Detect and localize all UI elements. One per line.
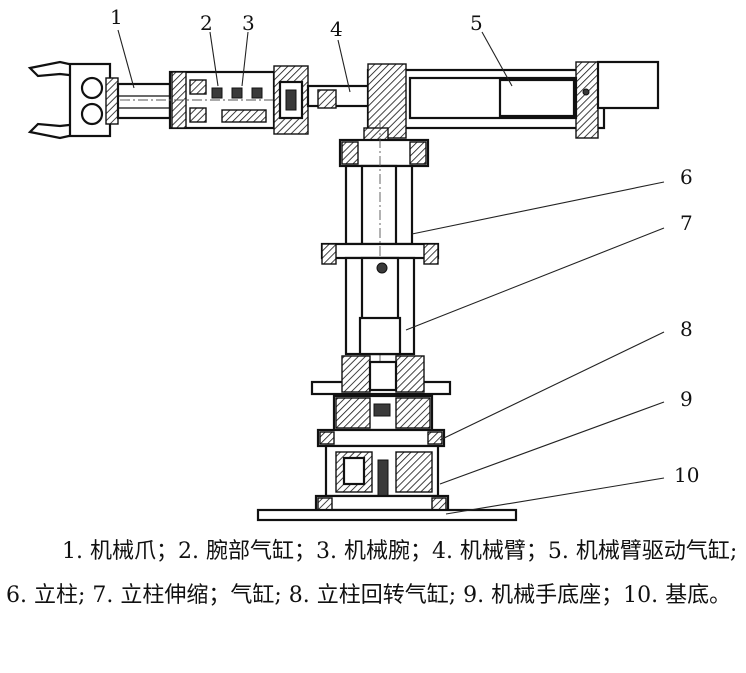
callout-6: 6 [680,165,693,189]
wrist-cylinder [120,70,600,130]
callout-5: 5 [470,11,483,35]
leader-lines [117,29,665,515]
base-plate [256,508,518,522]
callout-1: 1 [110,5,123,29]
callout-7: 7 [680,211,693,235]
callout-8: 8 [680,317,693,341]
column-rotary-cylinder [316,394,446,448]
robot-arm-diagram: 1 2 3 4 5 6 7 8 9 10 [27,5,699,522]
manipulator-base-seat [314,444,450,512]
callout-2: 2 [200,11,213,35]
callout-3: 3 [242,11,255,35]
column-telescoping-cylinder [310,256,452,396]
callout-10: 10 [674,463,699,487]
arm-drive-cylinder [366,60,660,139]
callout-9: 9 [680,387,693,411]
column [320,120,440,520]
mechanical-claw [27,60,172,140]
mechanical-wrist [273,65,309,135]
figure-caption: 1. 机械爪；2. 腕部气缸；3. 机械腕；4. 机械臂；5. 机械臂驱动气缸;… [6,539,738,608]
callout-4: 4 [330,17,343,41]
